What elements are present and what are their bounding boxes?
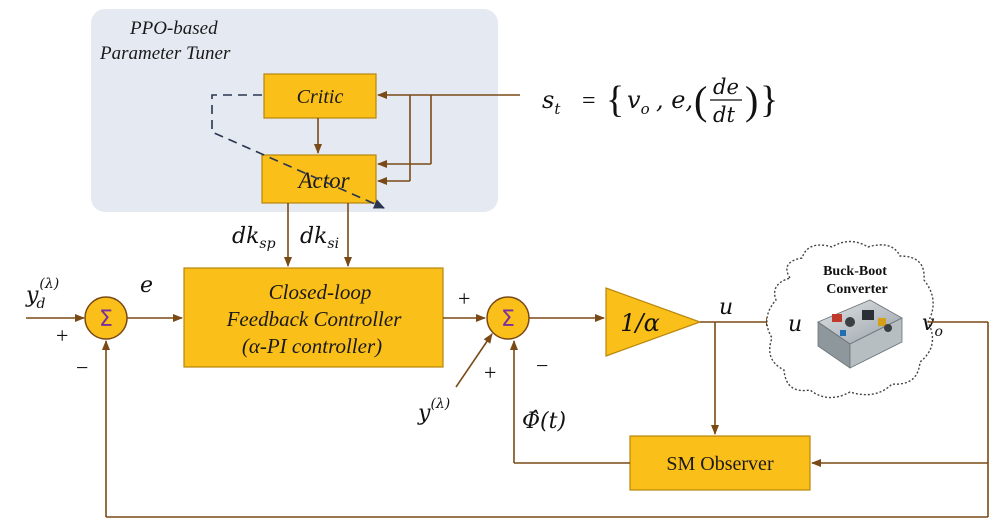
- ylambda-label: y(λ): [417, 396, 450, 426]
- critic-block[interactable]: [263, 73, 377, 119]
- svg-text:vo: vo: [627, 86, 650, 118]
- svg-text:dt: dt: [713, 103, 735, 127]
- actor-block[interactable]: [261, 154, 377, 204]
- svg-text:=: =: [582, 88, 596, 114]
- dashed-policy-arrow: [211, 94, 385, 209]
- u-output-label: u: [719, 295, 733, 320]
- gain-block[interactable]: [605, 287, 702, 357]
- svg-text:de: de: [713, 75, 739, 99]
- sm-observer-block[interactable]: [629, 435, 811, 491]
- critic-label: Critic: [297, 86, 344, 108]
- state-equation: st = { vo , e, ( de dt ) }: [542, 75, 778, 127]
- dksp-label: dksp: [232, 224, 276, 252]
- plus-sum2-bottom: +: [484, 360, 496, 385]
- svg-text:st: st: [542, 86, 561, 118]
- plus-sum2-top: +: [458, 286, 470, 311]
- svg-text:}: }: [760, 79, 778, 121]
- arrow-ylambda-to-sum2: [455, 333, 493, 388]
- sm-observer-label: SM Observer: [666, 453, 774, 475]
- error-label: e: [140, 273, 153, 298]
- svg-text:, e,: , e,: [656, 86, 693, 114]
- phi-hat-label: Φ̂(t): [522, 409, 566, 434]
- tuner-title-line1: PPO-based: [129, 18, 218, 39]
- yd-label: yd(λ): [25, 276, 59, 312]
- converter-board-image: [817, 299, 903, 369]
- controller-line1: Closed-loop: [269, 280, 372, 304]
- tuner-title-line2: Parameter Tuner: [99, 43, 231, 64]
- vo-output-label: vo: [922, 311, 943, 340]
- dksi-label: dksi: [300, 224, 339, 252]
- svg-text:): ): [745, 78, 758, 123]
- minus-sum1: −: [76, 355, 88, 380]
- gain-label: 1/α: [620, 309, 660, 337]
- svg-text:{: {: [606, 79, 624, 121]
- svg-text:(: (: [694, 78, 707, 123]
- converter-line2: Converter: [826, 282, 887, 297]
- controller-block[interactable]: [183, 267, 444, 368]
- plus-sum1: +: [56, 323, 68, 348]
- controller-line3: (α-PI controller): [242, 334, 382, 358]
- converter-line1: Buck-Boot: [823, 264, 887, 279]
- minus-sum2: −: [536, 353, 548, 378]
- sum2-symbol: Σ: [501, 307, 515, 332]
- controller-line2: Feedback Controller: [226, 307, 403, 331]
- sum1-symbol: Σ: [99, 307, 113, 332]
- converter-u-label: u: [788, 312, 802, 337]
